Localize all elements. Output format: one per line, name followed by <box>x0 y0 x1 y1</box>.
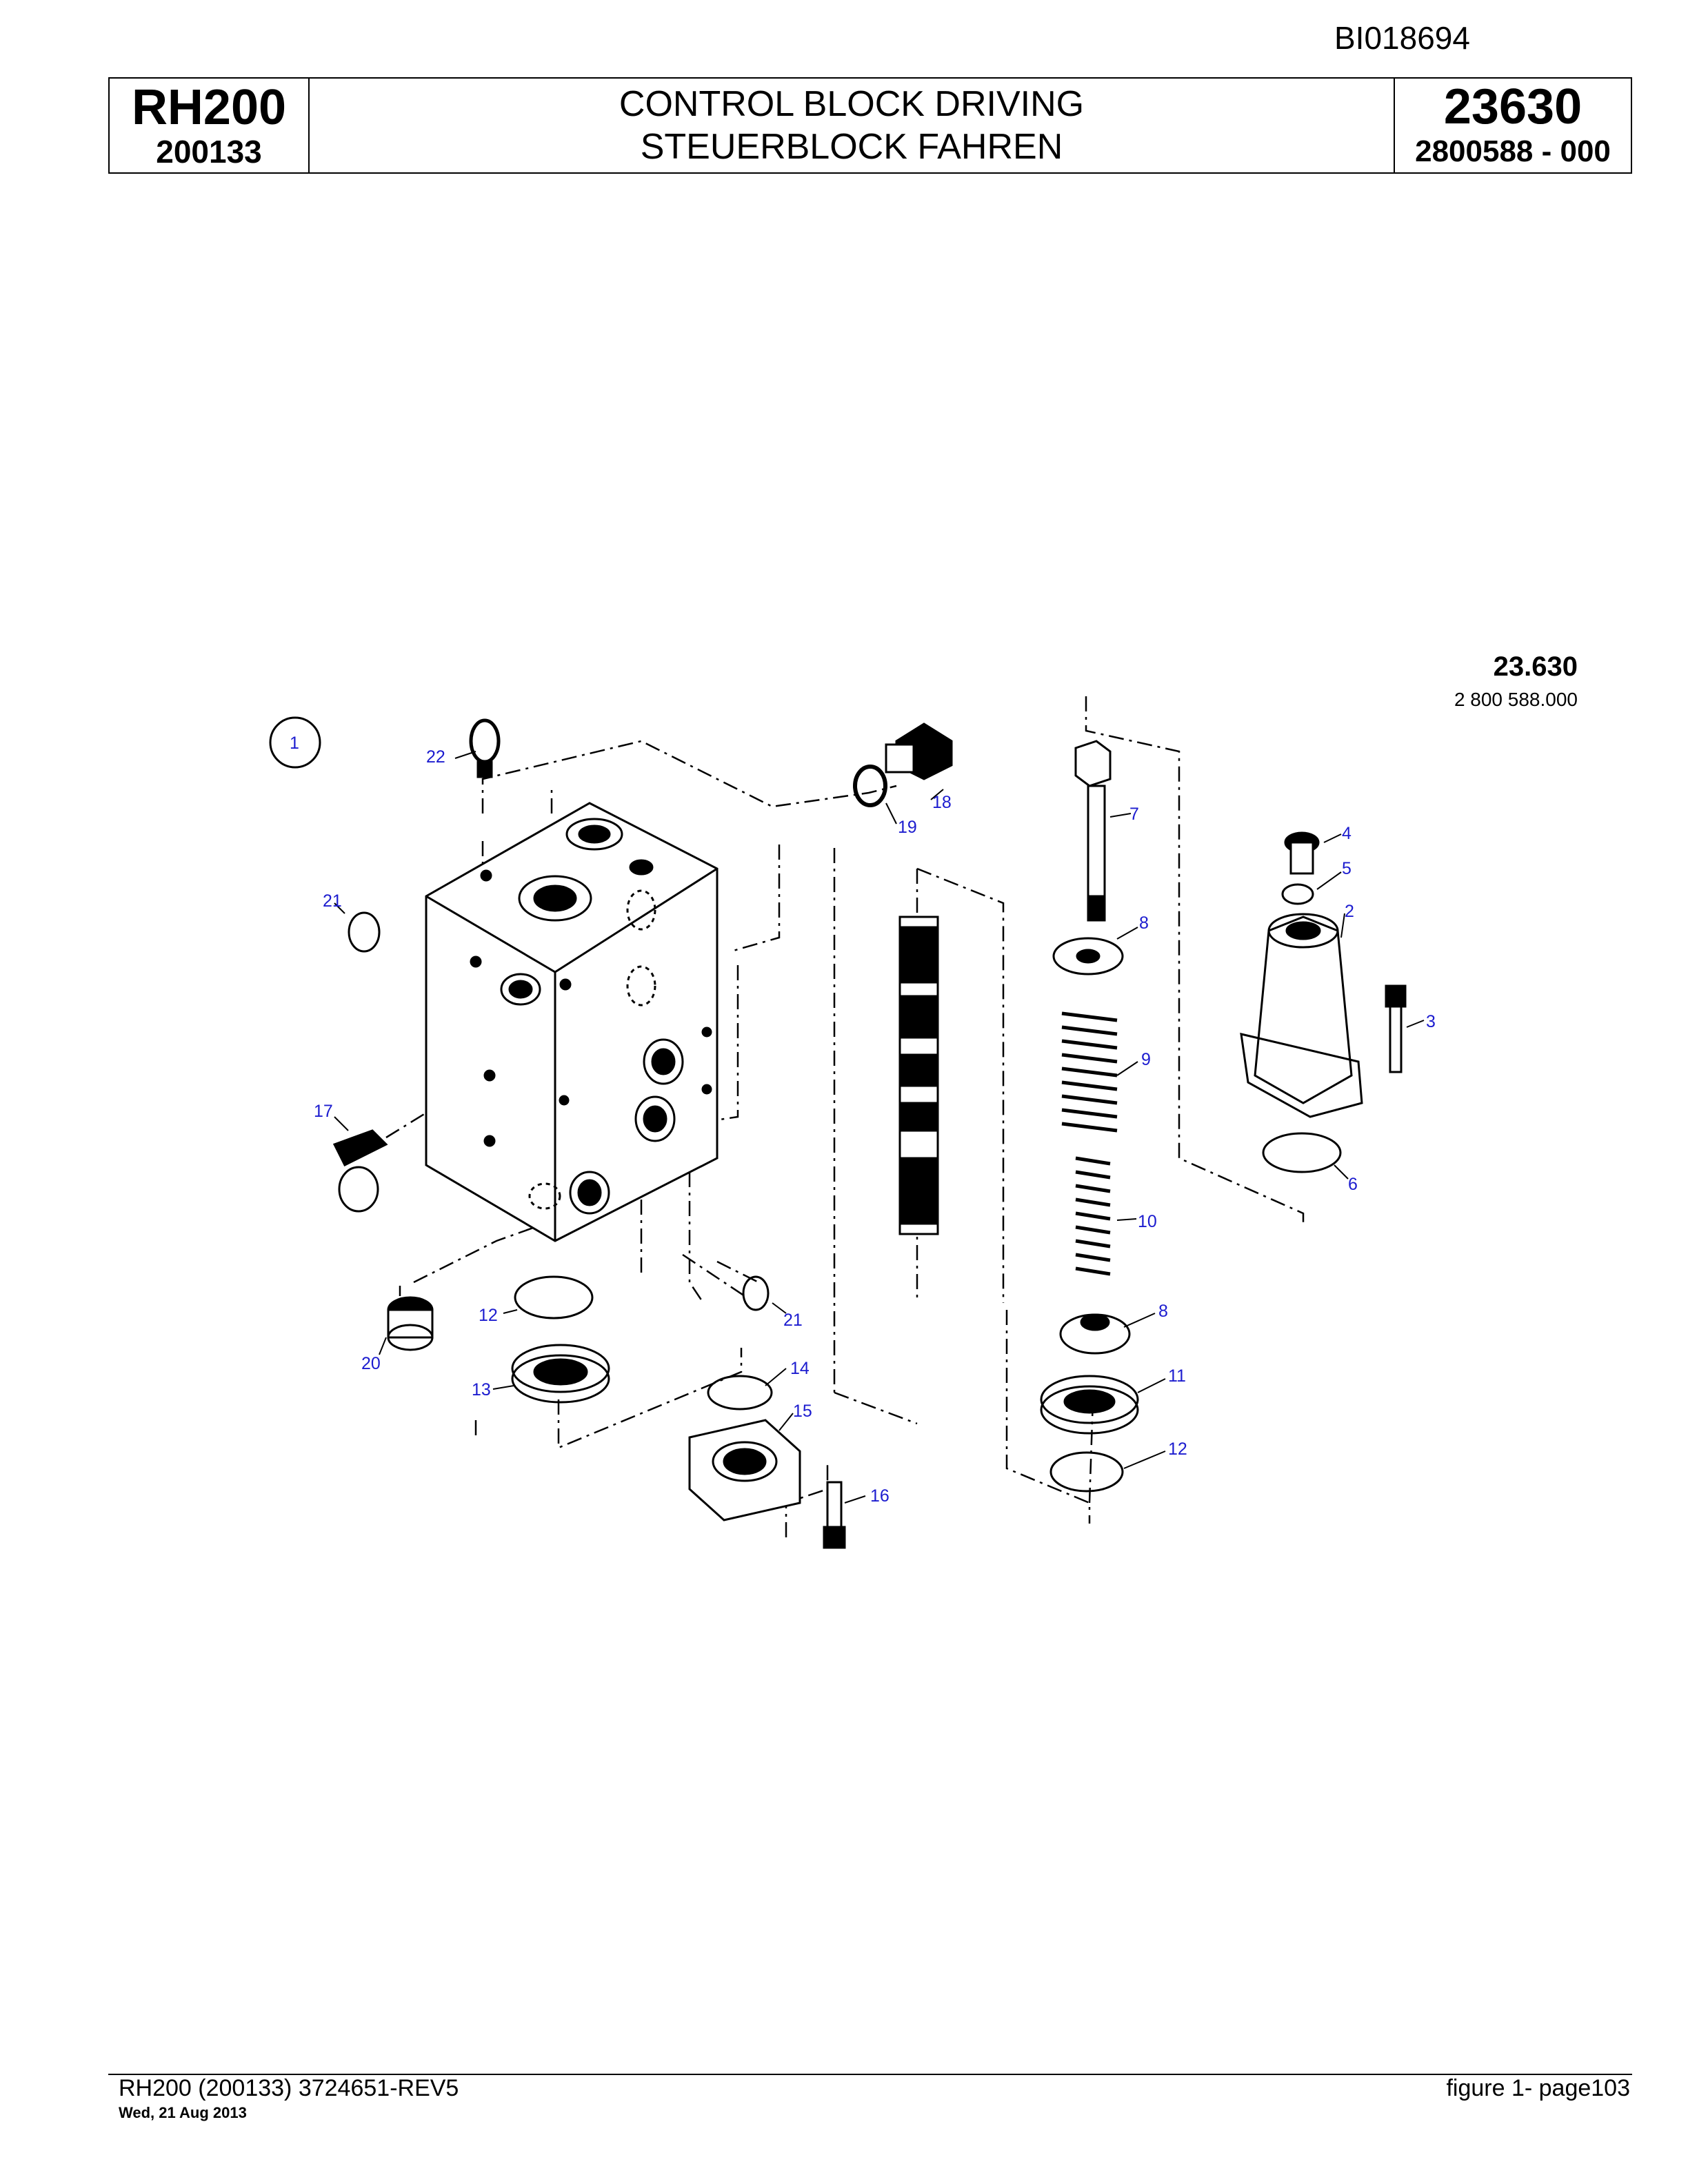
callout-10: 10 <box>1138 1212 1157 1231</box>
diagram-part-ref: 2 800 588.000 <box>1454 689 1578 710</box>
footer-divider <box>108 2074 1632 2075</box>
callout-4: 4 <box>1342 824 1352 843</box>
machine-model: RH200 <box>131 80 287 135</box>
callout-12b: 12 <box>1168 1439 1187 1459</box>
callout-2: 2 <box>1345 902 1354 921</box>
group-cell: 23630 2800588 - 000 <box>1395 79 1631 172</box>
group-number: 23630 <box>1443 79 1582 134</box>
callout-9: 9 <box>1141 1050 1151 1069</box>
callout-18: 18 <box>932 793 952 812</box>
part-number: 2800588 - 000 <box>1415 134 1611 168</box>
callout-6: 6 <box>1348 1175 1358 1194</box>
document-id: BI018694 <box>1334 20 1470 56</box>
footer-date: Wed, 21 Aug 2013 <box>119 2104 247 2121</box>
callout-22: 22 <box>426 747 445 767</box>
title-block: RH200 200133 CONTROL BLOCK DRIVING STEUE… <box>108 77 1632 174</box>
model-cell: RH200 200133 <box>110 79 310 172</box>
callout-8b: 8 <box>1158 1302 1168 1321</box>
machine-serial: 200133 <box>156 134 262 170</box>
callout-20: 20 <box>361 1354 381 1373</box>
callout-15: 15 <box>793 1402 812 1421</box>
footer-page-ref: figure 1- page103 <box>1446 2075 1630 2101</box>
callout-14: 14 <box>790 1359 810 1378</box>
callout-5: 5 <box>1342 859 1352 878</box>
callout-13: 13 <box>472 1380 491 1399</box>
diagram-group-ref: 23.630 <box>1494 651 1578 682</box>
title-german: STEUERBLOCK FAHREN <box>640 127 1063 167</box>
callout-21a: 21 <box>323 891 342 911</box>
callout-7: 7 <box>1129 805 1139 824</box>
callout-21b: 21 <box>783 1311 803 1330</box>
callout-12a: 12 <box>479 1306 498 1325</box>
callout-19: 19 <box>898 818 917 837</box>
callout-8a: 8 <box>1139 913 1149 933</box>
footer-document-ref: RH200 (200133) 3724651-REV5 <box>119 2075 459 2101</box>
callout-17: 17 <box>314 1102 333 1121</box>
callout-1: 1 <box>290 734 299 753</box>
callout-16: 16 <box>870 1486 890 1506</box>
title-cell: CONTROL BLOCK DRIVING STEUERBLOCK FAHREN <box>310 79 1395 172</box>
callout-3: 3 <box>1426 1012 1436 1031</box>
title-english: CONTROL BLOCK DRIVING <box>619 84 1085 124</box>
callout-11: 11 <box>1168 1366 1186 1386</box>
